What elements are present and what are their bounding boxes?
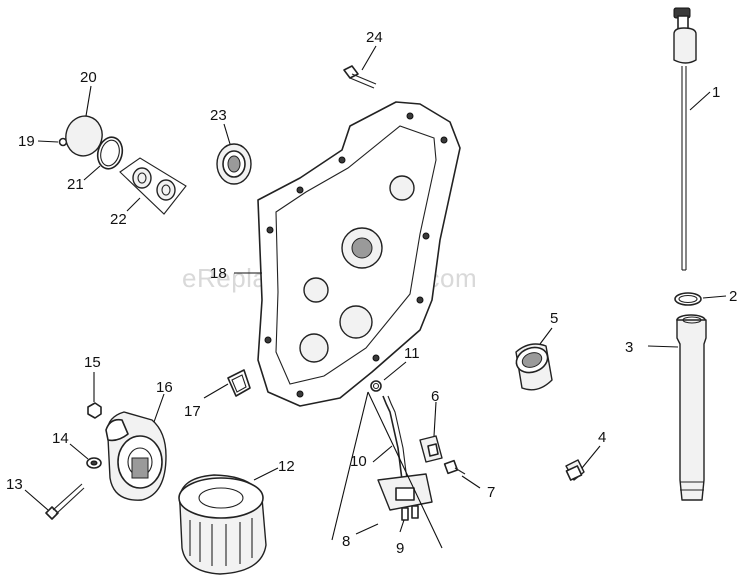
part-13-bolt[interactable] [45, 483, 85, 520]
part-18-gear-cover[interactable] [257, 101, 461, 407]
part-2-o-ring[interactable] [674, 292, 702, 306]
part-23-oil-seal[interactable] [216, 143, 252, 185]
part-22-seals[interactable] [119, 157, 187, 215]
callout-16: 16 [156, 379, 173, 396]
part-7-screw[interactable] [443, 459, 466, 475]
part-3-dipstick-tube[interactable] [676, 314, 707, 501]
callout-14: 14 [52, 430, 69, 447]
part-24-bolt[interactable] [343, 65, 377, 89]
part-15-nut[interactable] [87, 402, 102, 419]
part-6-bracket[interactable] [419, 435, 443, 463]
part-14-washer[interactable] [86, 457, 102, 469]
callout-23: 23 [210, 107, 227, 124]
callout-1: 1 [712, 84, 720, 101]
callout-18: 18 [210, 265, 227, 282]
callout-15: 15 [84, 354, 101, 371]
callout-6: 6 [431, 388, 439, 405]
part-16-filter-adapter[interactable] [105, 411, 167, 501]
callout-8: 8 [342, 533, 350, 550]
part-12-oil-filter[interactable] [178, 474, 267, 575]
part-21-o-ring[interactable] [94, 134, 125, 171]
callout-19: 19 [18, 133, 35, 150]
part-8-sensor-assembly[interactable] [370, 380, 433, 521]
part-20-cover-plate[interactable] [61, 112, 106, 160]
part-4-fitting[interactable] [565, 459, 585, 481]
callout-2: 2 [729, 288, 737, 305]
callout-11: 11 [404, 345, 420, 362]
callout-20: 20 [80, 69, 97, 86]
callout-4: 4 [598, 429, 606, 446]
callout-17: 17 [184, 403, 201, 420]
callout-21: 21 [67, 176, 84, 193]
callout-13: 13 [6, 476, 23, 493]
leader-lines [24, 45, 727, 549]
callout-5: 5 [550, 310, 558, 327]
callout-9: 9 [396, 540, 404, 557]
part-5-bushing[interactable] [513, 343, 553, 391]
part-1-dipstick[interactable] [673, 7, 697, 271]
callout-22: 22 [110, 211, 127, 228]
callout-24: 24 [366, 29, 383, 46]
part-17-gasket[interactable] [227, 369, 251, 397]
callout-12: 12 [278, 458, 295, 475]
callout-3: 3 [625, 339, 633, 356]
callout-10: 10 [350, 453, 367, 470]
callout-7: 7 [487, 484, 495, 501]
